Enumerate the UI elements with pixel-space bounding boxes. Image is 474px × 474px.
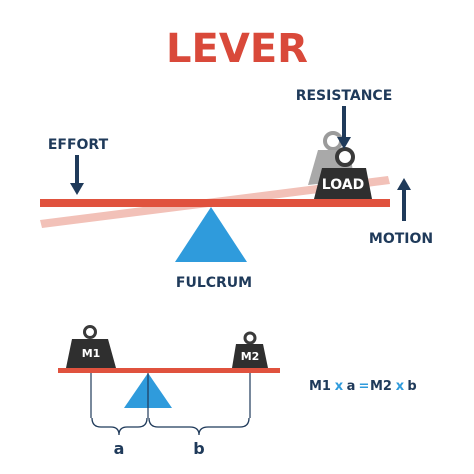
equation-times-1: x bbox=[335, 379, 344, 394]
brace-a bbox=[91, 417, 148, 436]
effort-label: EFFORT bbox=[48, 137, 109, 153]
resistance-label: RESISTANCE bbox=[296, 88, 393, 104]
brace-b bbox=[148, 417, 250, 436]
page-title: LEVER bbox=[166, 26, 308, 72]
m2-weight bbox=[232, 331, 268, 368]
m1-weight bbox=[66, 325, 116, 368]
fulcrum-label: FULCRUM bbox=[176, 275, 252, 291]
load-weight bbox=[314, 147, 372, 199]
m2-label: M2 bbox=[241, 350, 260, 363]
distance-markers bbox=[90, 373, 251, 418]
effort-arrow-icon bbox=[70, 155, 84, 195]
equation-a: a bbox=[347, 379, 356, 394]
equation-b: b bbox=[407, 379, 416, 394]
motion-label: MOTION bbox=[369, 231, 433, 247]
fulcrum-triangle bbox=[175, 207, 247, 262]
equation-m1: M1 bbox=[309, 379, 331, 394]
distance-b-label: b bbox=[193, 439, 204, 458]
equation-m2: M2 bbox=[370, 379, 392, 394]
equation-times-2: x bbox=[396, 379, 405, 394]
lever-equation: M1 x a = M2 x b bbox=[309, 379, 417, 394]
motion-arrow-icon bbox=[397, 178, 411, 221]
lever-beam bbox=[40, 199, 390, 207]
formula-beam bbox=[58, 368, 280, 373]
load-label: LOAD bbox=[322, 177, 364, 193]
resistance-arrow-icon bbox=[337, 106, 351, 149]
m1-label: M1 bbox=[82, 347, 101, 360]
distance-a-label: a bbox=[114, 439, 125, 458]
equation-equals: = bbox=[359, 379, 370, 394]
